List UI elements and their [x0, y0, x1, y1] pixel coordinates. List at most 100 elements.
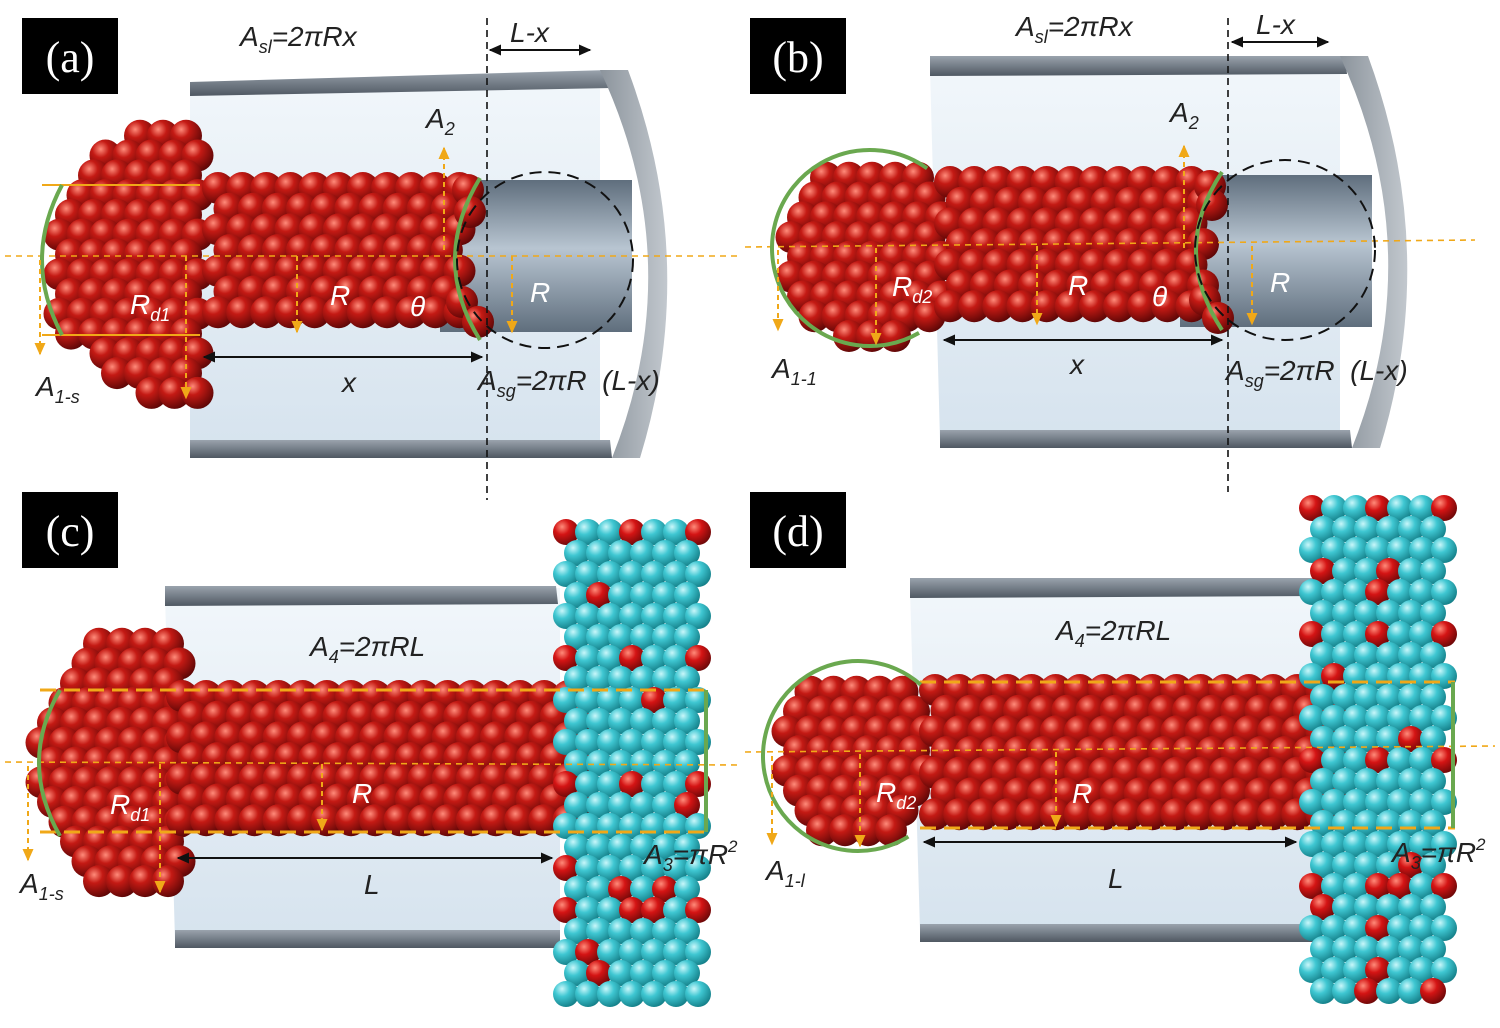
sheet-atom	[1409, 747, 1435, 773]
sheet-defect-atom	[619, 897, 645, 923]
sheet-defect-atom	[586, 582, 612, 608]
droplet-atom	[1184, 798, 1217, 831]
sheet-atom	[1332, 852, 1358, 878]
tube-bottom-edge-a	[190, 440, 612, 458]
label-a1-c: A1-s	[18, 868, 64, 904]
label-rd-a: Rd1	[130, 289, 170, 325]
sheet-atom	[1299, 789, 1325, 815]
droplet-atom	[101, 357, 133, 390]
sheet-atom	[674, 876, 700, 902]
droplet-atom	[1063, 798, 1096, 831]
sheet-atom	[553, 687, 579, 713]
sheet-defect-atom	[1420, 978, 1446, 1004]
droplet-atom	[106, 865, 138, 898]
sheet-atom	[1343, 579, 1369, 605]
sheet-atom	[1420, 558, 1446, 584]
sheet-atom	[597, 645, 623, 671]
sheet-defect-atom	[1398, 852, 1424, 878]
sheet-atom	[630, 666, 656, 692]
droplet-atom	[298, 296, 331, 329]
sheet-atom	[575, 603, 601, 629]
sheet-atom	[586, 834, 612, 860]
sheet-atom	[652, 750, 678, 776]
sheet-atom	[597, 897, 623, 923]
sheet-atom	[564, 750, 590, 776]
droplet-atom	[1078, 290, 1111, 323]
droplet-atom	[875, 814, 907, 847]
droplet-atom	[395, 296, 428, 329]
sheet-atom	[564, 666, 590, 692]
axis-line-d	[744, 745, 1496, 753]
sheet-atom	[1321, 789, 1347, 815]
droplet-atom	[262, 804, 295, 837]
sheet-atom	[663, 939, 689, 965]
tube-cap-a	[600, 70, 668, 458]
label-lx-a: L-x	[510, 17, 550, 48]
sheet-atom	[1376, 936, 1402, 962]
tube-bottom-edge-b	[940, 430, 1352, 448]
sheet-atom	[1365, 537, 1391, 563]
sheet-atom	[553, 981, 579, 1007]
sheet-atom	[1387, 495, 1413, 521]
sheet-atom	[619, 603, 645, 629]
droplet-atom	[1054, 290, 1087, 323]
sheet-atom	[674, 540, 700, 566]
sheet-atom	[608, 750, 634, 776]
sheet-atom	[1343, 957, 1369, 983]
droplet-atom	[129, 865, 161, 898]
sheet-atom	[1376, 852, 1402, 878]
sheet-defect-atom	[608, 876, 634, 902]
label-r-tube-a: R	[530, 277, 550, 308]
sheet-atom	[608, 540, 634, 566]
sheet-atom	[1376, 768, 1402, 794]
sheet-atom	[575, 687, 601, 713]
sheet-atom	[1431, 537, 1457, 563]
sheet-defect-atom	[1365, 495, 1391, 521]
sheet-atom	[564, 918, 590, 944]
meniscus-circle-a	[456, 171, 634, 349]
droplet-atom	[214, 804, 247, 837]
sheet-atom	[1343, 747, 1369, 773]
droplet-atom	[919, 798, 951, 831]
sheet-atom	[619, 939, 645, 965]
label-l-d: L	[1108, 863, 1124, 894]
sheet-atom	[1420, 642, 1446, 668]
sheet-defect-atom	[553, 645, 579, 671]
droplet-atom	[181, 376, 214, 409]
sheet-atom	[1376, 894, 1402, 920]
sheet-atom	[1310, 936, 1336, 962]
tube-top-edge-d	[910, 578, 1320, 598]
sheet-defect-atom	[641, 897, 667, 923]
sheet-atom	[1343, 789, 1369, 815]
droplet-atoms-c	[25, 627, 596, 898]
label-rd-b: Rd2	[892, 271, 932, 307]
sheet-atom	[1321, 621, 1347, 647]
tube-cap-b	[1340, 56, 1408, 448]
sheet-atom	[608, 960, 634, 986]
droplet-atom	[1257, 798, 1290, 831]
sheet-atom	[619, 687, 645, 713]
sheet-atom	[1310, 852, 1336, 878]
label-r-tube-b: R	[1270, 267, 1290, 298]
sheet-atom	[1354, 558, 1380, 584]
panel-tag-b: (b)	[772, 33, 823, 82]
label-x-a: x	[340, 367, 357, 398]
panel-tag-d: (d)	[772, 507, 823, 556]
droplet-atom	[335, 804, 368, 837]
sheet-atom	[597, 519, 623, 545]
label-asg-a: Asg=2πR (L-x)	[476, 365, 660, 401]
sheet-atom	[1376, 684, 1402, 710]
label-a3-c: A3=πR2	[642, 837, 738, 875]
sheet-atom	[652, 918, 678, 944]
label-theta-b: θ	[1152, 281, 1167, 312]
sheet-atom	[564, 582, 590, 608]
droplet-atom	[135, 376, 168, 409]
panel-tag-box-a	[22, 18, 118, 94]
tube-top-edge-b	[930, 56, 1347, 76]
contact-arc-left-c	[37, 688, 62, 837]
sheet-atom	[586, 540, 612, 566]
sheet-atom	[1398, 684, 1424, 710]
sheet-atom	[674, 834, 700, 860]
sheet-defect-atom	[641, 687, 667, 713]
sheet-atom	[1409, 831, 1435, 857]
